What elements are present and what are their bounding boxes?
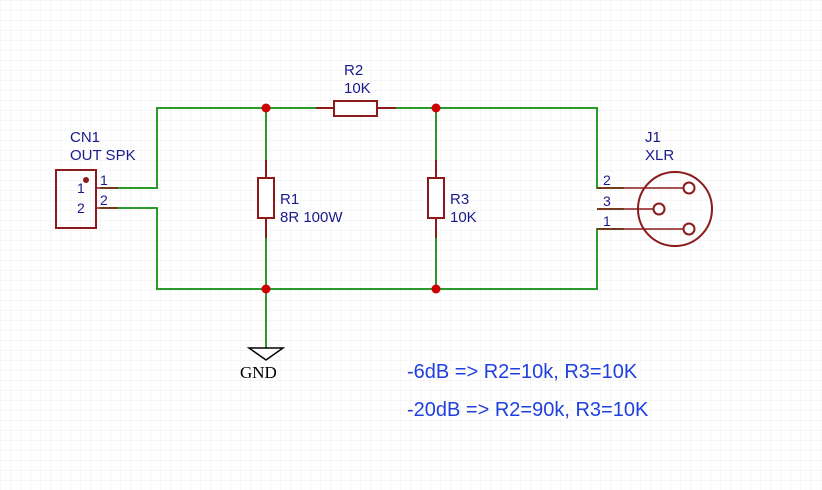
gnd-triangle bbox=[246, 347, 286, 361]
r1-body bbox=[257, 177, 275, 219]
r3-value: 10K bbox=[450, 209, 477, 226]
cn1-pin2-inner: 2 bbox=[77, 200, 85, 216]
j1-xlr-connector[interactable]: J1 XLR 2 3 1 bbox=[597, 129, 713, 247]
r3-resistor[interactable]: R3 10K bbox=[427, 160, 477, 238]
r2-value: 10K bbox=[344, 80, 371, 97]
r1-ref: R1 bbox=[280, 191, 299, 208]
cn1-pin1-number: 1 bbox=[100, 172, 108, 188]
cn1-pin2-number: 2 bbox=[100, 192, 108, 208]
gnd-symbol[interactable]: GND bbox=[240, 347, 286, 382]
junction-dot bbox=[431, 103, 441, 113]
cn1-ref: CN1 bbox=[70, 129, 100, 146]
r1-value: 8R 100W bbox=[280, 209, 343, 226]
attenuation-note-6db: -6dB => R2=10k, R3=10K bbox=[407, 361, 638, 383]
j1-ref: J1 bbox=[645, 129, 661, 146]
r1-resistor[interactable]: R1 8R 100W bbox=[257, 160, 343, 238]
r2-resistor[interactable]: R2 10K bbox=[316, 62, 396, 117]
j1-pin3-contact bbox=[652, 202, 666, 216]
j1-pin2-contact bbox=[682, 181, 696, 195]
junction-dot bbox=[261, 284, 271, 294]
r3-ref: R3 bbox=[450, 191, 469, 208]
j1-pin2-number: 2 bbox=[603, 172, 611, 188]
j1-pin1-number: 1 bbox=[603, 213, 611, 229]
wire-cn1-pin1 bbox=[100, 107, 333, 189]
junctions bbox=[261, 103, 441, 294]
gnd-label: GND bbox=[240, 363, 277, 382]
j1-pin3-number: 3 bbox=[603, 193, 611, 209]
r2-body bbox=[333, 100, 378, 117]
attenuation-note-20db: -20dB => R2=90k, R3=10K bbox=[407, 399, 649, 421]
j1-pin1-contact bbox=[682, 222, 696, 236]
j1-value: XLR bbox=[645, 147, 674, 164]
cn1-pin1-marker bbox=[83, 177, 89, 183]
cn1-body bbox=[55, 169, 97, 229]
r3-body bbox=[427, 177, 445, 219]
cn1-connector[interactable]: CN1 OUT SPK 1 2 1 2 bbox=[55, 129, 136, 229]
junction-dot bbox=[431, 284, 441, 294]
cn1-pin1-inner: 1 bbox=[77, 180, 85, 196]
junction-dot bbox=[261, 103, 271, 113]
cn1-value: OUT SPK bbox=[70, 147, 136, 164]
r2-ref: R2 bbox=[344, 62, 363, 79]
